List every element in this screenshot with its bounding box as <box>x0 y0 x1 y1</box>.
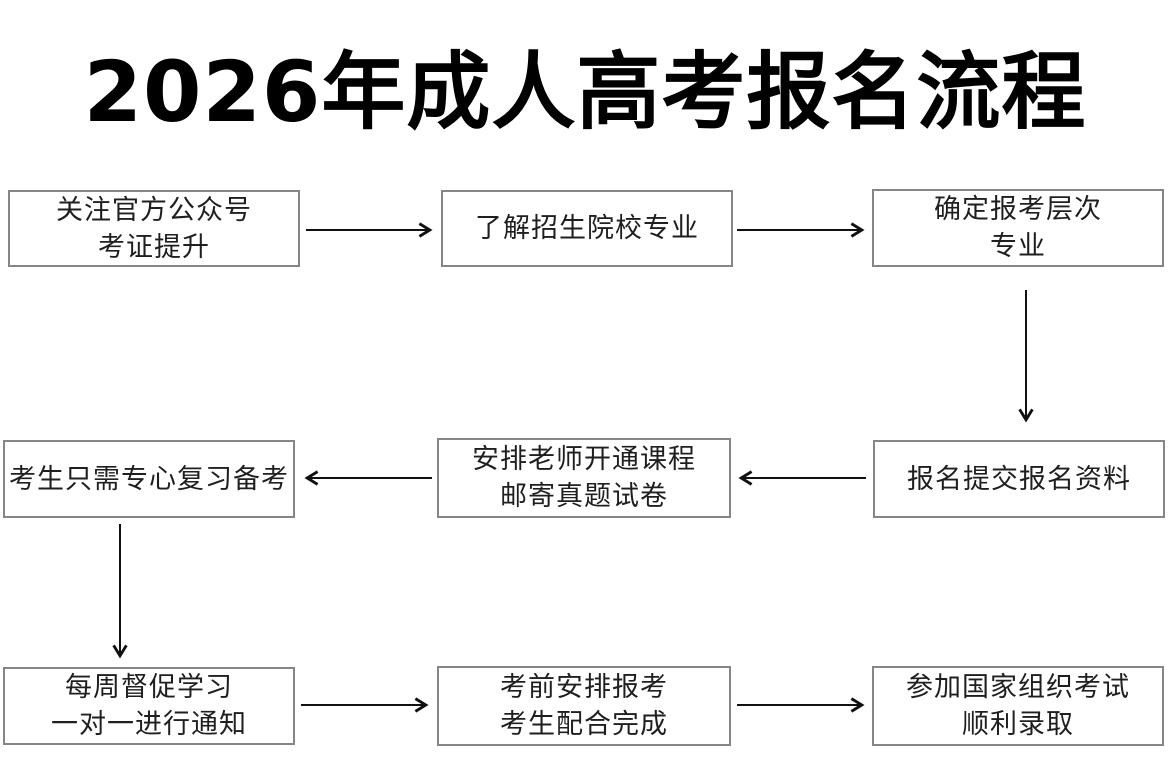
flow-step-1: 关注官方公众号 考证提升 <box>8 190 300 267</box>
flow-step-7: 每周督促学习 一对一进行通知 <box>3 667 295 745</box>
flow-step-4: 报名提交报名资料 <box>873 440 1165 518</box>
flow-step-6-label: 考生只需专心复习备考 <box>9 463 289 495</box>
flow-step-2: 了解招生院校专业 <box>441 190 733 267</box>
flow-step-6: 考生只需专心复习备考 <box>3 440 295 518</box>
flow-step-5: 安排老师开通课程 邮寄真题试卷 <box>437 438 731 518</box>
flow-step-8: 考前安排报考 考生配合完成 <box>437 666 731 746</box>
flow-step-7-label: 每周督促学习 一对一进行通知 <box>51 672 247 740</box>
flow-step-3: 确定报考层次 专业 <box>872 189 1164 267</box>
flow-step-2-label: 了解招生院校专业 <box>475 213 699 244</box>
flow-step-8-label: 考前安排报考 考生配合完成 <box>500 672 668 740</box>
flow-step-9-label: 参加国家组织考试 顺利录取 <box>906 672 1130 740</box>
flow-step-3-label: 确定报考层次 专业 <box>934 194 1102 262</box>
flow-step-9: 参加国家组织考试 顺利录取 <box>872 666 1164 746</box>
flow-step-5-label: 安排老师开通课程 邮寄真题试卷 <box>472 444 696 512</box>
page-title: 2026年成人高考报名流程 <box>83 43 1087 141</box>
flow-step-4-label: 报名提交报名资料 <box>907 463 1131 495</box>
flow-step-1-label: 关注官方公众号 考证提升 <box>56 194 252 263</box>
